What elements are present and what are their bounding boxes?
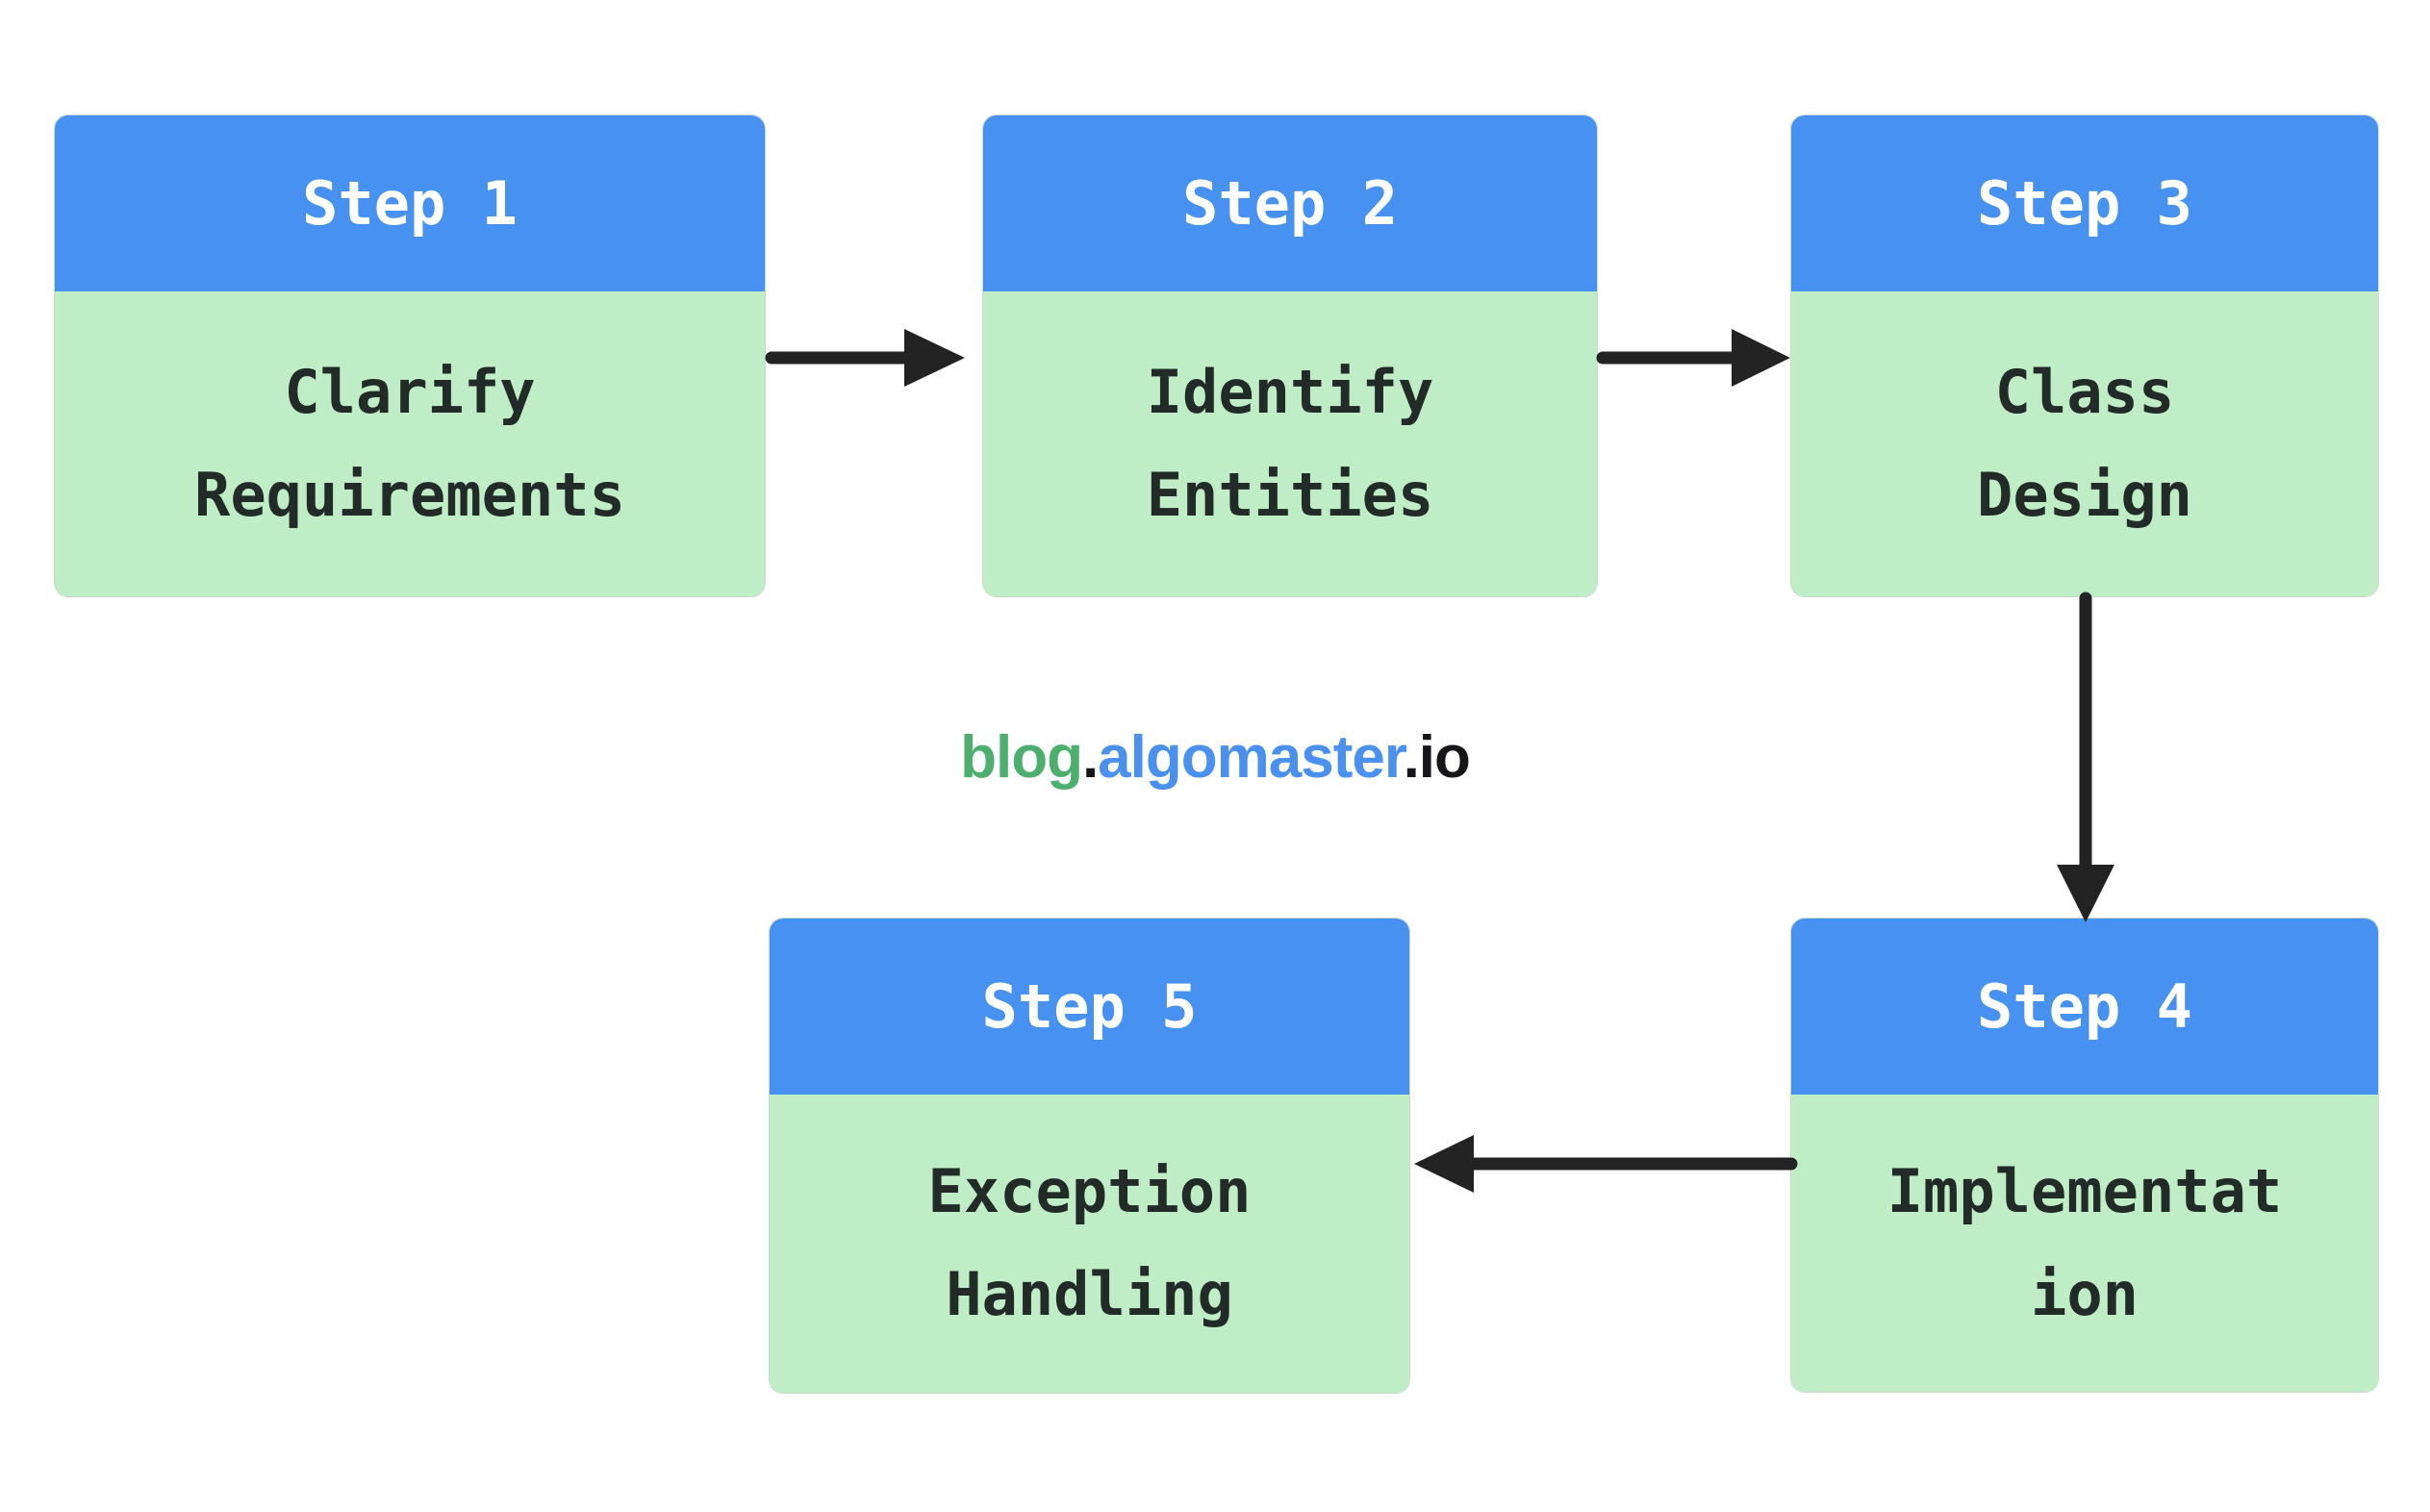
node-body-step-1: Clarify Requirements <box>55 291 765 596</box>
watermark-dot: . <box>1081 724 1099 791</box>
node-body-line: ion <box>2031 1258 2139 1329</box>
node-body-line: Handling <box>946 1259 1233 1329</box>
arrow-step2-to-step3 <box>1596 327 1795 389</box>
watermark-blog-algomaster-io: blog.algomaster.io <box>0 723 2430 792</box>
node-body-line: Design <box>1977 459 2192 530</box>
node-header-step-3: Step 3 <box>1791 115 2378 291</box>
node-body-line: Implementat <box>1886 1155 2283 1226</box>
node-body-line: Clarify <box>284 356 536 427</box>
watermark-algomaster: algomaster <box>1098 724 1404 791</box>
watermark-blog: blog <box>960 724 1083 791</box>
flow-node-step-3[interactable]: Step 3 Class Design <box>1791 115 2378 596</box>
node-header-step-4: Step 4 <box>1791 919 2378 1095</box>
arrow-head-left-icon <box>1414 1135 1474 1193</box>
arrow-step3-to-step4 <box>2055 592 2116 926</box>
watermark-io: .io <box>1403 724 1471 791</box>
flow-node-step-2[interactable]: Step 2 Identify Entities <box>983 115 1597 596</box>
arrow-head-right-icon <box>904 329 965 387</box>
node-body-line: Entities <box>1146 459 1434 530</box>
node-body-line: Identify <box>1146 356 1434 427</box>
arrow-head-right-icon <box>1732 329 1790 387</box>
node-body-line: Requirements <box>194 459 625 530</box>
node-body-step-3: Class Design <box>1791 291 2378 596</box>
arrow-step1-to-step2 <box>765 327 970 389</box>
flow-node-step-1[interactable]: Step 1 Clarify Requirements <box>55 115 765 596</box>
node-body-step-5: Exception Handling <box>770 1095 1409 1393</box>
arrow-head-down-icon <box>2057 865 2114 922</box>
node-header-step-2: Step 2 <box>983 115 1597 291</box>
arrow-step4-to-step5 <box>1412 1133 1798 1195</box>
flow-node-step-4[interactable]: Step 4 Implementat ion <box>1791 919 2378 1392</box>
flow-node-step-5[interactable]: Step 5 Exception Handling <box>770 919 1409 1393</box>
node-body-step-2: Identify Entities <box>983 291 1597 596</box>
node-header-step-1: Step 1 <box>55 115 765 291</box>
node-body-line: Exception <box>927 1156 1252 1227</box>
node-body-step-4: Implementat ion <box>1791 1095 2378 1392</box>
node-body-line: Class <box>1994 356 2175 427</box>
node-header-step-5: Step 5 <box>770 919 1409 1095</box>
